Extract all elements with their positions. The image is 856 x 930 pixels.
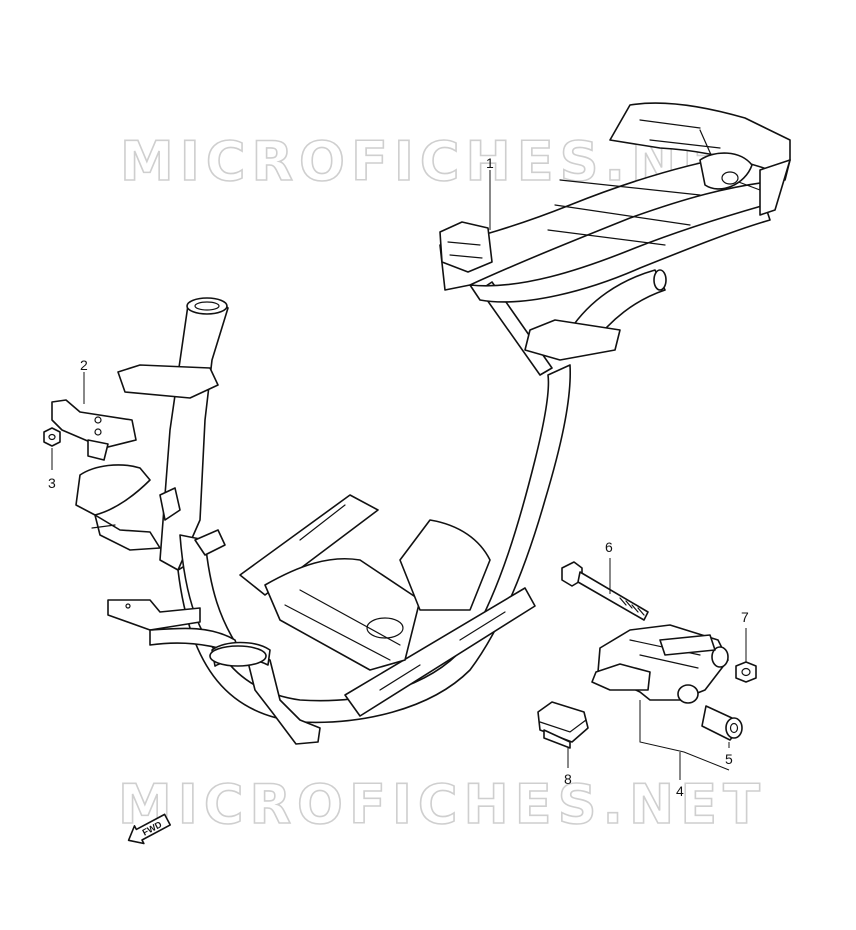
bolt-part-6 (561, 561, 649, 621)
bolt-part-5 (701, 705, 743, 741)
callout-6: 6 (605, 539, 613, 555)
engine-mount-part-4 (591, 624, 729, 704)
callout-7: 7 (741, 609, 749, 625)
nut-part-7 (735, 661, 757, 683)
cushion-part-8 (537, 701, 589, 749)
leader-lines (51, 170, 747, 780)
callout-3: 3 (48, 475, 56, 491)
callout-4: 4 (676, 783, 684, 799)
callout-8: 8 (564, 771, 572, 787)
callout-1: 1 (486, 155, 494, 171)
callout-2: 2 (80, 357, 88, 373)
watermark-bottom: MICROFICHES.NET (118, 773, 766, 836)
leader-4a (639, 700, 730, 771)
callout-5: 5 (725, 751, 733, 767)
frame-body (75, 102, 791, 745)
nut-part-3 (43, 427, 61, 447)
bracket-part-2 (51, 399, 137, 461)
